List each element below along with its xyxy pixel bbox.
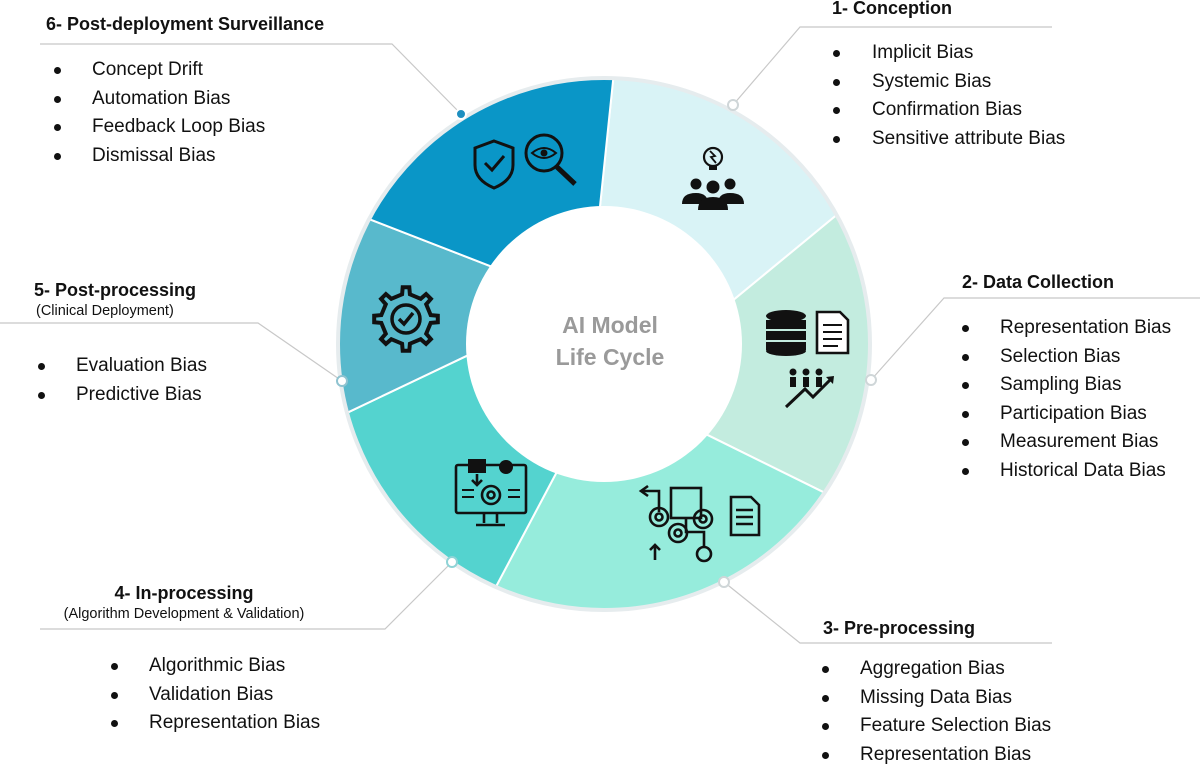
list-item: Selection Bias <box>960 343 1171 372</box>
dot-data-collection <box>865 374 877 386</box>
list-item: Implicit Bias <box>828 39 1065 68</box>
list-item: Dismissal Bias <box>52 142 265 171</box>
stage-subtitle: (Algorithm Development & Validation) <box>63 606 305 622</box>
list-item: Aggregation Bias <box>820 655 1051 684</box>
ring-center-hole <box>466 206 742 482</box>
list-item: Algorithmic Bias <box>109 652 320 681</box>
list-item: Participation Bias <box>960 400 1171 429</box>
list-item: Evaluation Bias <box>36 352 207 381</box>
list-item: Feature Selection Bias <box>820 712 1051 741</box>
list-item: Representation Bias <box>820 741 1051 766</box>
list-item: Sensitive attribute Bias <box>828 125 1065 154</box>
shield-magnifier-icon <box>473 133 577 190</box>
computer-gear-icon <box>454 459 528 527</box>
bias-list-in-processing: Algorithmic Bias Validation Bias Represe… <box>109 652 320 738</box>
gears-workflow-icon <box>638 484 761 563</box>
list-item: Feedback Loop Bias <box>52 113 265 142</box>
dot-conception <box>727 99 739 111</box>
list-item: Systemic Bias <box>828 68 1065 97</box>
stage-title: 6- Post-deployment Surveillance <box>46 14 325 34</box>
team-idea-icon <box>682 146 744 210</box>
list-item: Historical Data Bias <box>960 457 1171 486</box>
stage-in-processing: 4- In-processing (Algorithm Development … <box>40 583 328 622</box>
list-item: Sampling Bias <box>960 371 1171 400</box>
connector-post-processing <box>0 322 343 382</box>
list-item: Automation Bias <box>52 85 265 114</box>
dot-pre-processing <box>718 576 730 588</box>
list-item: Validation Bias <box>109 681 320 710</box>
list-item: Predictive Bias <box>36 381 207 410</box>
stage-post-deployment-surveillance: 6- Post-deployment Surveillance <box>46 14 324 35</box>
stage-title: 4- In-processing <box>114 583 254 603</box>
connector-in-processing <box>40 561 453 630</box>
dot-post-deployment <box>455 108 467 120</box>
gear-check-icon <box>372 285 440 353</box>
center-title-line1: AI Model <box>562 312 658 338</box>
dot-post-processing <box>336 375 348 387</box>
connector-pre-processing <box>723 581 1052 644</box>
stage-conception: 1- Conception <box>832 0 952 19</box>
list-item: Measurement Bias <box>960 428 1171 457</box>
connector-data-collection <box>870 297 1200 381</box>
list-item: Confirmation Bias <box>828 96 1065 125</box>
center-title-line2: Life Cycle <box>556 344 665 370</box>
ring-outer-edge <box>336 76 872 612</box>
connector-post-deployment <box>40 43 462 115</box>
list-item: Representation Bias <box>960 314 1171 343</box>
list-item: Concept Drift <box>52 56 265 85</box>
bias-list-conception: Implicit Bias Systemic Bias Confirmation… <box>828 39 1065 153</box>
bias-list-post-processing: Evaluation Bias Predictive Bias <box>36 352 207 409</box>
stage-subtitle: (Clinical Deployment) <box>36 303 174 319</box>
bias-list-post-deployment: Concept Drift Automation Bias Feedback L… <box>52 56 265 170</box>
database-document-icon <box>766 310 850 409</box>
stage-title: 1- Conception <box>832 0 952 18</box>
stage-title: 5- Post-processing <box>34 280 197 300</box>
list-item: Missing Data Bias <box>820 684 1051 713</box>
callout-connectors <box>0 26 1200 644</box>
bias-list-pre-processing: Aggregation Bias Missing Data Bias Featu… <box>820 655 1051 766</box>
stage-title: 3- Pre-processing <box>823 618 976 638</box>
connector-conception <box>732 26 1052 106</box>
dot-in-processing <box>446 556 458 568</box>
stage-title: 2- Data Collection <box>962 272 1115 292</box>
stage-data-collection: 2- Data Collection <box>962 272 1114 293</box>
callout-dots <box>336 99 877 588</box>
stage-post-processing: 5- Post-processing (Clinical Deployment) <box>34 280 196 319</box>
bias-list-data-collection: Representation Bias Selection Bias Sampl… <box>960 314 1171 485</box>
stage-pre-processing: 3- Pre-processing <box>823 618 975 639</box>
list-item: Representation Bias <box>109 709 320 738</box>
